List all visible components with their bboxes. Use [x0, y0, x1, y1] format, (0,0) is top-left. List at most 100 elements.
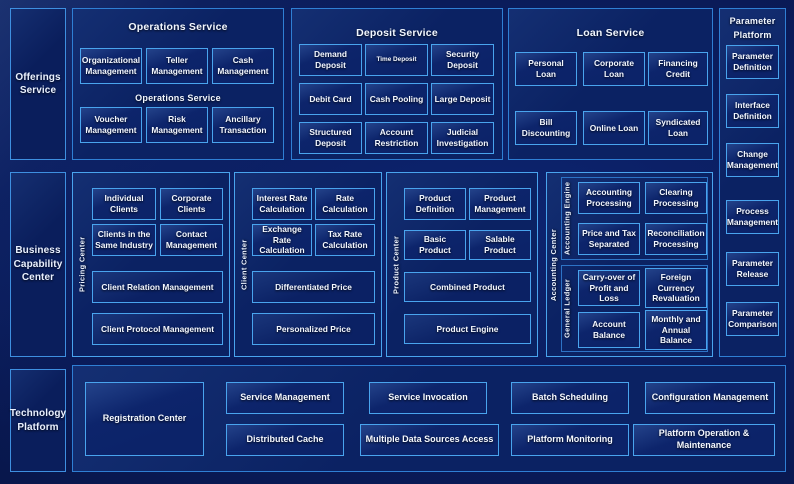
- tile-price-and-tax-separated[interactable]: Price and Tax Separated: [578, 223, 640, 255]
- tile-clients-in-the-same-industry[interactable]: Clients in the Same Industry: [92, 224, 156, 256]
- tile-clearing-processing[interactable]: Clearing Processing: [645, 182, 707, 214]
- tile-client-relation-management[interactable]: Client Relation Management: [92, 271, 223, 303]
- tile-accounting-processing[interactable]: Accounting Processing: [578, 182, 640, 214]
- group-deposit-service-title: Deposit Service: [356, 27, 438, 39]
- tile-label: Platform Monitoring: [527, 434, 613, 445]
- tile-corporate-loan[interactable]: Corporate Loan: [583, 52, 645, 86]
- subgroup-accounting-engine: [561, 177, 708, 260]
- tile-label: Process Management: [726, 206, 779, 227]
- tile-distributed-cache[interactable]: Distributed Cache: [226, 424, 344, 456]
- tile-label: Account Balance: [592, 319, 626, 340]
- tile-ancillary-transaction[interactable]: Ancillary Transaction: [212, 107, 274, 143]
- tile-cash-management[interactable]: Cash Management: [212, 48, 274, 84]
- tile-label: Rate Calculation: [322, 193, 368, 214]
- tile-label: Ancillary Transaction: [219, 114, 267, 135]
- tile-label: Monthly and Annual Balance: [651, 313, 701, 346]
- tile-registration-center[interactable]: Registration Center: [85, 382, 204, 456]
- tile-syndicated-loan[interactable]: Syndicated Loan: [648, 111, 708, 145]
- tile-exchange-rate-calculation[interactable]: Exchange Rate Calculation: [252, 224, 312, 256]
- spine-technology-label: Technology Platform: [9, 408, 67, 433]
- tile-platform-monitoring[interactable]: Platform Monitoring: [511, 424, 629, 456]
- tile-differentiated-price[interactable]: Differentiated Price: [252, 271, 375, 303]
- tile-voucher-management[interactable]: Voucher Management: [80, 107, 142, 143]
- tile-debit-card[interactable]: Debit Card: [299, 83, 362, 115]
- group-operations-service-title: Operations Service: [128, 21, 228, 33]
- group-accounting-center-label: Accounting Center: [549, 228, 558, 301]
- tile-basic-product[interactable]: Basic Product: [404, 230, 466, 260]
- tile-account-balance[interactable]: Account Balance: [578, 312, 640, 348]
- tile-label: Teller Management: [151, 55, 203, 76]
- tile-monthly-and-annual-balance[interactable]: Monthly and Annual Balance: [645, 310, 707, 350]
- tile-demand-deposit[interactable]: Demand Deposit: [299, 44, 362, 76]
- sidebar-item-parameter-release[interactable]: Parameter Release: [726, 252, 779, 286]
- tile-organizational-management[interactable]: Organizational Management: [80, 48, 142, 84]
- tile-service-management[interactable]: Service Management: [226, 382, 344, 414]
- tile-configuration-management[interactable]: Configuration Management: [645, 382, 775, 414]
- tile-bill-discounting[interactable]: Bill Discounting: [515, 111, 577, 145]
- tile-foreign-currency-revaluation[interactable]: Foreign Currency Revaluation: [645, 268, 707, 308]
- tile-personalized-price[interactable]: Personalized Price: [252, 313, 375, 345]
- tile-cash-pooling[interactable]: Cash Pooling: [365, 83, 428, 115]
- tile-label: Cash Management: [217, 55, 269, 76]
- tile-label: Configuration Management: [651, 392, 769, 403]
- tile-label: Service Management: [240, 392, 330, 403]
- tile-label: Risk Management: [151, 114, 203, 135]
- tile-security-deposit[interactable]: Security Deposit: [431, 44, 494, 76]
- spine-business-label: Business Capability Center: [13, 245, 63, 284]
- tile-interest-rate-calculation[interactable]: Interest Rate Calculation: [252, 188, 312, 220]
- tile-corporate-clients[interactable]: Corporate Clients: [160, 188, 223, 220]
- tile-platform-operation-and-maintenance[interactable]: Platform Operation & Maintenance: [633, 424, 775, 456]
- tile-online-loan[interactable]: Online Loan: [583, 111, 645, 145]
- tile-label: Corporate Loan: [593, 58, 635, 79]
- tile-label: Organizational Management: [81, 55, 141, 76]
- tile-label: Account Restriction: [374, 127, 419, 148]
- sidebar-item-change-management[interactable]: Change Management: [726, 143, 779, 177]
- tile-salable-product[interactable]: Salable Product: [469, 230, 531, 260]
- tile-label: Large Deposit: [434, 93, 491, 104]
- tile-personal-loan[interactable]: Personal Loan: [515, 52, 577, 86]
- spine-offerings-service[interactable]: Offerings Service: [10, 8, 66, 160]
- tile-label: Contact Management: [165, 229, 218, 250]
- tile-financing-credit[interactable]: Financing Credit: [648, 52, 708, 86]
- tile-service-invocation[interactable]: Service Invocation: [369, 382, 487, 414]
- tile-label: Foreign Currency Revaluation: [652, 271, 700, 304]
- sidebar-item-process-management[interactable]: Process Management: [726, 200, 779, 234]
- tile-rate-calculation[interactable]: Rate Calculation: [315, 188, 375, 220]
- tile-risk-management[interactable]: Risk Management: [146, 107, 208, 143]
- tile-label: Voucher Management: [85, 114, 137, 135]
- tile-large-deposit[interactable]: Large Deposit: [431, 83, 494, 115]
- tile-tax-rate-calculation[interactable]: Tax Rate Calculation: [315, 224, 375, 256]
- subgroup-accounting-engine-label: Accounting Engine: [562, 181, 572, 256]
- tile-carry-over-of-profit-and-loss[interactable]: Carry-over of Profit and Loss: [578, 270, 640, 306]
- sidebar-item-parameter-comparison[interactable]: Parameter Comparison: [726, 302, 779, 336]
- tile-contact-management[interactable]: Contact Management: [160, 224, 223, 256]
- tile-label: Time Deposit: [376, 55, 417, 63]
- tile-time-deposit[interactable]: Time Deposit: [365, 44, 428, 76]
- tile-label: Product Management: [474, 193, 526, 214]
- tile-product-management[interactable]: Product Management: [469, 188, 531, 220]
- spine-offerings-label: Offerings Service: [15, 71, 61, 97]
- tile-judicial-investigation[interactable]: Judicial Investigation: [431, 122, 494, 154]
- tile-multiple-data-sources-access[interactable]: Multiple Data Sources Access: [360, 424, 499, 456]
- tile-label: Corporate Clients: [171, 193, 212, 214]
- tile-label: Product Definition: [415, 193, 455, 214]
- tile-label: Clients in the Same Industry: [95, 229, 153, 250]
- spine-business-capability-center[interactable]: Business Capability Center: [10, 172, 66, 357]
- tile-structured-deposit[interactable]: Structured Deposit: [299, 122, 362, 154]
- tile-label: Demand Deposit: [313, 49, 348, 70]
- sidebar-item-interface-definition[interactable]: Interface Definition: [726, 94, 779, 128]
- tile-account-restriction[interactable]: Account Restriction: [365, 122, 428, 154]
- tile-label: Client Relation Management: [101, 281, 214, 292]
- tile-teller-management[interactable]: Teller Management: [146, 48, 208, 84]
- tile-client-protocol-management[interactable]: Client Protocol Management: [92, 313, 223, 345]
- tile-label: Product Engine: [436, 323, 499, 334]
- tile-individual-clients[interactable]: Individual Clients: [92, 188, 156, 220]
- tile-label: Differentiated Price: [275, 281, 352, 292]
- tile-product-definition[interactable]: Product Definition: [404, 188, 466, 220]
- tile-reconciliation-processing[interactable]: Reconciliation Processing: [645, 223, 707, 255]
- spine-technology-platform[interactable]: Technology Platform: [10, 369, 66, 472]
- sidebar-item-parameter-definition[interactable]: Parameter Definition: [726, 45, 779, 79]
- tile-product-engine[interactable]: Product Engine: [404, 314, 531, 344]
- tile-batch-scheduling[interactable]: Batch Scheduling: [511, 382, 629, 414]
- tile-combined-product[interactable]: Combined Product: [404, 272, 531, 302]
